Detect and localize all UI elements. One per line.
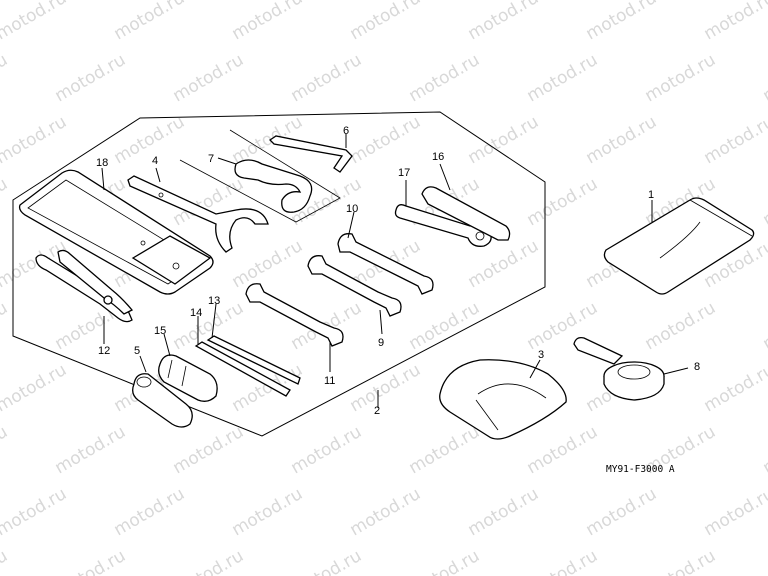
- watermark-text: motod.ru: [583, 112, 661, 168]
- manual-pouch-1: [603, 197, 755, 295]
- watermark-text: motod.ru: [760, 50, 768, 106]
- tool-bag-18: [18, 169, 214, 295]
- watermark-text: motod.ru: [347, 0, 425, 44]
- callout-8: 8: [694, 361, 700, 373]
- watermark-text: motod.ru: [229, 0, 307, 44]
- callout-5: 5: [134, 345, 140, 357]
- watermark-text: motod.ru: [701, 112, 768, 168]
- watermark-text: motod.ru: [288, 422, 366, 478]
- wrench-9: [307, 255, 402, 317]
- pin-spanner-7: [179, 129, 341, 223]
- watermark-text: motod.ru: [52, 546, 130, 576]
- watermark-text: motod.ru: [642, 298, 720, 354]
- watermark-text: motod.ru: [701, 360, 768, 416]
- callout-13: 13: [208, 295, 220, 307]
- callouts: 1 2 3 4 5 6 7 8 9 10 11 12 13 14 15 16 1…: [96, 125, 700, 417]
- watermark-text: motod.ru: [229, 484, 307, 540]
- watermark-text: motod.ru: [0, 174, 11, 230]
- watermark-text: motod.ru: [524, 50, 602, 106]
- adjuster-8: [573, 336, 665, 401]
- watermark-text: motod.ru: [347, 360, 425, 416]
- callout-2: 2: [374, 405, 380, 417]
- callout-4: 4: [152, 155, 158, 167]
- watermark-text: motod.ru: [0, 298, 11, 354]
- watermark-text: motod.ru: [524, 422, 602, 478]
- leader-lines: [101, 134, 689, 408]
- watermark-text: motod.ru: [111, 112, 189, 168]
- watermark-text: motod.ru: [465, 484, 543, 540]
- watermark-text: motod.ru: [524, 174, 602, 230]
- watermark-text: motod.ru: [347, 484, 425, 540]
- watermark-text: motod.ru: [406, 50, 484, 106]
- pliers-12: [35, 249, 134, 323]
- watermark-text: motod.ru: [701, 0, 768, 44]
- watermark-text: motod.ru: [465, 0, 543, 44]
- callout-16: 16: [432, 151, 444, 163]
- tool-kit-outline: [12, 111, 546, 437]
- callout-6: 6: [343, 125, 349, 137]
- handle-4: [127, 175, 269, 253]
- hex-key-6: [268, 135, 353, 173]
- callout-7: 7: [208, 153, 214, 165]
- watermark-text: motod.ru: [347, 112, 425, 168]
- watermark-text: motod.ru: [0, 0, 70, 44]
- watermark-text: motod.ru: [760, 298, 768, 354]
- callout-10: 10: [346, 203, 358, 215]
- screwdriver-14: [194, 341, 291, 397]
- watermark-text: motod.ru: [583, 0, 661, 44]
- watermark-text: motod.ru: [0, 546, 11, 576]
- callout-17: 17: [398, 167, 410, 179]
- callout-9: 9: [378, 337, 384, 349]
- watermark-text: motod.ru: [111, 484, 189, 540]
- watermark-text: motod.ru: [760, 546, 768, 576]
- watermark-text: motod.ru: [0, 422, 11, 478]
- callout-12: 12: [98, 345, 110, 357]
- watermark-text: motod.ru: [760, 422, 768, 478]
- watermark-text: motod.ru: [760, 174, 768, 230]
- watermark-text: motod.ru: [0, 484, 70, 540]
- watermark-text: motod.ru: [524, 546, 602, 576]
- watermark-text: motod.ru: [701, 484, 768, 540]
- watermark-text: motod.ru: [583, 484, 661, 540]
- wrench-10: [337, 233, 434, 295]
- watermark-text: motod.ru: [170, 422, 248, 478]
- ring-spanner-17: [394, 204, 492, 247]
- watermark-text: motod.ru: [642, 546, 720, 576]
- callout-1: 1: [648, 189, 654, 201]
- watermark-text: motod.ru: [465, 112, 543, 168]
- callout-11: 11: [324, 375, 335, 387]
- diagram-code: MY91-F3000 A: [606, 464, 675, 475]
- watermark-text: motod.ru: [288, 546, 366, 576]
- callout-14: 14: [190, 307, 202, 319]
- watermark-text: motod.ru: [111, 0, 189, 44]
- watermark-text: motod.ru: [642, 50, 720, 106]
- watermark-text: motod.ru: [0, 360, 70, 416]
- watermark-text: motod.ru: [52, 50, 130, 106]
- watermark-text: motod.ru: [406, 422, 484, 478]
- watermark-text: motod.ru: [0, 112, 70, 168]
- callout-18: 18: [96, 157, 108, 169]
- bar-16: [421, 186, 511, 241]
- watermark-text: motod.ru: [170, 546, 248, 576]
- watermark-text: motod.ru: [52, 422, 130, 478]
- watermark-text: motod.ru: [170, 50, 248, 106]
- wrench-11: [245, 283, 344, 347]
- callout-15: 15: [154, 325, 166, 337]
- watermark-text: motod.ru: [0, 50, 11, 106]
- pouch-3: [439, 359, 567, 440]
- watermark-text: motod.ru: [229, 236, 307, 292]
- callout-3: 3: [538, 349, 544, 361]
- watermark-text: motod.ru: [406, 546, 484, 576]
- watermark-text: motod.ru: [288, 50, 366, 106]
- screwdriver-handle-15: [158, 354, 218, 402]
- watermark-text: motod.ru: [0, 236, 70, 292]
- socket-5: [132, 373, 193, 428]
